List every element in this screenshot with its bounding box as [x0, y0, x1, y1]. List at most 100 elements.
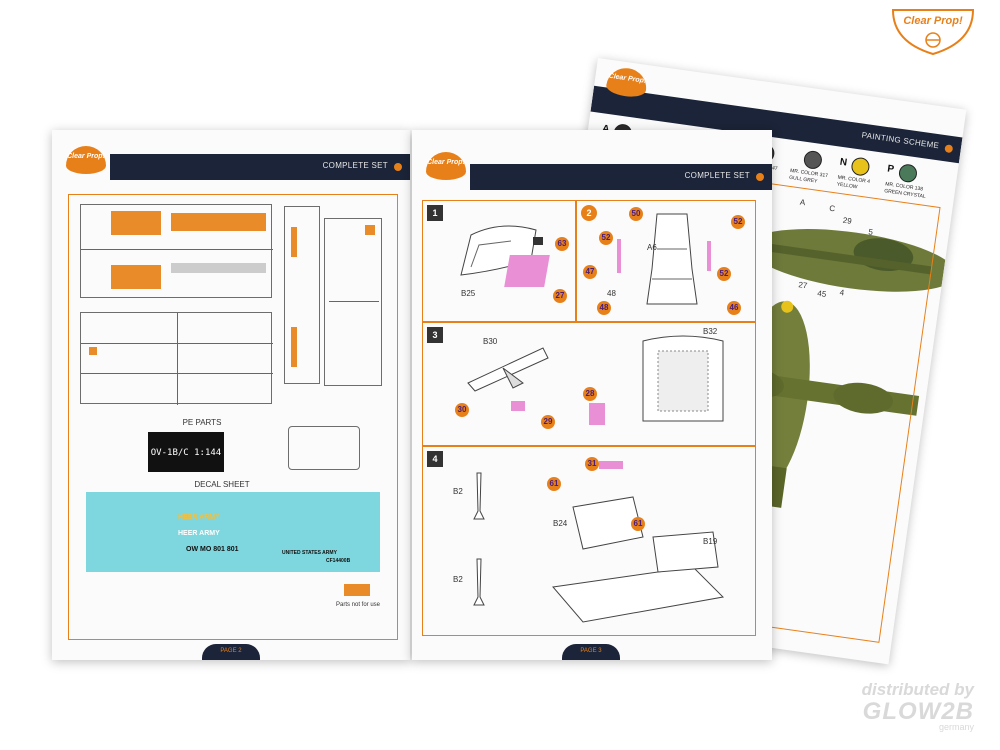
pe-harness: [707, 241, 711, 271]
instrument-panel-drawing: [467, 347, 549, 392]
page-number-tab: PAGE 2: [202, 644, 260, 660]
sprue-frame-b: [80, 312, 273, 405]
sprue-frame-e: [288, 426, 360, 470]
part-callout: 30: [455, 403, 469, 417]
highlighted-part: [291, 327, 297, 367]
header-title: COMPLETE SET: [322, 161, 388, 170]
pe-part: [589, 403, 605, 425]
decal-sheet: HEER ARMY HEER ARMY OW MO 801 801 UNITED…: [86, 492, 380, 572]
part-callout: 52: [717, 267, 731, 281]
pe-harness: [617, 239, 621, 273]
part-callout: 28: [583, 387, 597, 401]
page-header: COMPLETE SET: [470, 164, 772, 190]
page-frame: [68, 194, 398, 640]
header-title: COMPLETE SET: [684, 171, 750, 180]
swatch-name: MR. COLOR 138 GREEN CRYSTAL: [883, 181, 927, 200]
step-number: 1: [427, 205, 443, 221]
swatch-letter: P: [886, 163, 895, 176]
part-label: B32: [703, 327, 718, 336]
sprue-frame-c: [284, 206, 320, 384]
swatch-letter: N: [839, 156, 848, 169]
control-stick-drawing: [473, 558, 485, 606]
part-label: B25: [461, 289, 476, 298]
part-label: B2: [453, 575, 463, 584]
part-label: B19: [703, 537, 718, 546]
page-header: COMPLETE SET: [110, 154, 410, 180]
pe-fret: OV-1B/C 1:144: [148, 432, 224, 472]
swatch-name: MR. COLOR 317 GULL GREY: [788, 167, 829, 185]
part-callout: 61: [631, 517, 645, 531]
part-callout: 29: [541, 415, 555, 429]
control-stick-drawing: [473, 472, 485, 520]
part-callout: 52: [599, 231, 613, 245]
highlighted-part: [365, 225, 375, 235]
highlighted-part: [89, 347, 97, 355]
middle-page: Clear Prop! COMPLETE SET 1 63 27 B25 2 5…: [412, 130, 772, 660]
highlighted-part: [111, 265, 161, 289]
step-1-panel: 1 63 27 B25: [422, 200, 576, 322]
pe-part: [599, 461, 623, 469]
header-title: PAINTING SCHEME: [861, 130, 940, 151]
decal-text: HEER ARMY: [178, 530, 220, 537]
watermark-line-1: distributed by: [861, 680, 974, 699]
logo-text: Clear Prop!: [903, 15, 963, 27]
highlighted-part: [291, 227, 297, 257]
part-label: 48: [607, 289, 616, 298]
step-number: 4: [427, 451, 443, 467]
instrument-panel-pe: [504, 255, 550, 287]
step-number: 2: [581, 205, 597, 221]
part-callout: 50: [629, 207, 643, 221]
swatch-color: [802, 149, 824, 171]
pe-parts-title: PE PARTS: [182, 418, 222, 427]
pe-text: OV-1B/C 1:144: [150, 448, 222, 458]
sprue-bar: [81, 249, 273, 250]
step-2-panel: 2 50 52 52 47 52 48 46 A6 48: [576, 200, 756, 322]
page-number: PAGE 2: [220, 648, 242, 654]
sprue-bar: [329, 301, 379, 302]
highlighted-part: [171, 213, 266, 231]
pe-part: [511, 401, 525, 411]
legend-swatch: [344, 584, 370, 596]
swatch-color: [850, 156, 871, 177]
page-number: PAGE 3: [580, 648, 602, 654]
step-number: 3: [427, 327, 443, 343]
sprue-frame-d: [324, 218, 382, 386]
part-callout: 46: [727, 301, 741, 315]
legend-text: Parts not for use: [336, 602, 381, 608]
header-dot: [756, 173, 764, 181]
sprue-frame-a: [80, 204, 273, 298]
header-dot: [944, 144, 954, 154]
part-callout: 63: [555, 237, 569, 251]
page-logo-badge: Clear Prop!: [426, 152, 466, 180]
page-logo-badge: Clear Prop!: [66, 146, 106, 174]
part-label: B30: [483, 337, 498, 346]
decal-text: HEER ARMY: [178, 514, 220, 521]
part-label: A6: [647, 243, 657, 252]
header-dot: [394, 163, 402, 171]
swatch-color: [897, 163, 919, 184]
watermark-line-2: GLOW2B: [862, 698, 974, 725]
decal-sheet-title: DECAL SHEET: [194, 480, 250, 489]
part-callout: 47: [583, 265, 597, 279]
swatch-name: MR. COLOR 4 YELLOW: [836, 174, 871, 191]
decal-text: OW MO 801 801: [186, 546, 239, 553]
step-4-panel: 4 61 31 61 B2 B24 B2 B19: [422, 446, 756, 636]
cockpit-floor-drawing: [552, 496, 725, 623]
part-callout: 31: [585, 457, 599, 471]
part-callout: 27: [553, 289, 567, 303]
part-callout: 52: [731, 215, 745, 229]
sprue-bar: [177, 313, 178, 405]
decal-text: UNITED STATES ARMY: [282, 550, 337, 556]
part-label: B24: [553, 519, 568, 528]
ejection-seat-drawing: [646, 213, 698, 305]
seat-back-drawing: [642, 335, 724, 422]
part-callout: 61: [547, 477, 561, 491]
clear-prop-logo: Clear Prop!: [888, 2, 978, 57]
decal-text: CF14400B: [326, 558, 351, 564]
distributor-watermark: distributed by GLOW2B germany: [862, 680, 974, 732]
step-3-panel: 3 30 29 28 B30 B32: [422, 322, 756, 446]
left-page: Clear Prop! COMPLETE SET PE PARTS OV-1B/…: [52, 130, 410, 660]
highlighted-part: [111, 211, 161, 235]
page-number-tab: PAGE 3: [562, 644, 620, 660]
part-label: B2: [453, 487, 463, 496]
